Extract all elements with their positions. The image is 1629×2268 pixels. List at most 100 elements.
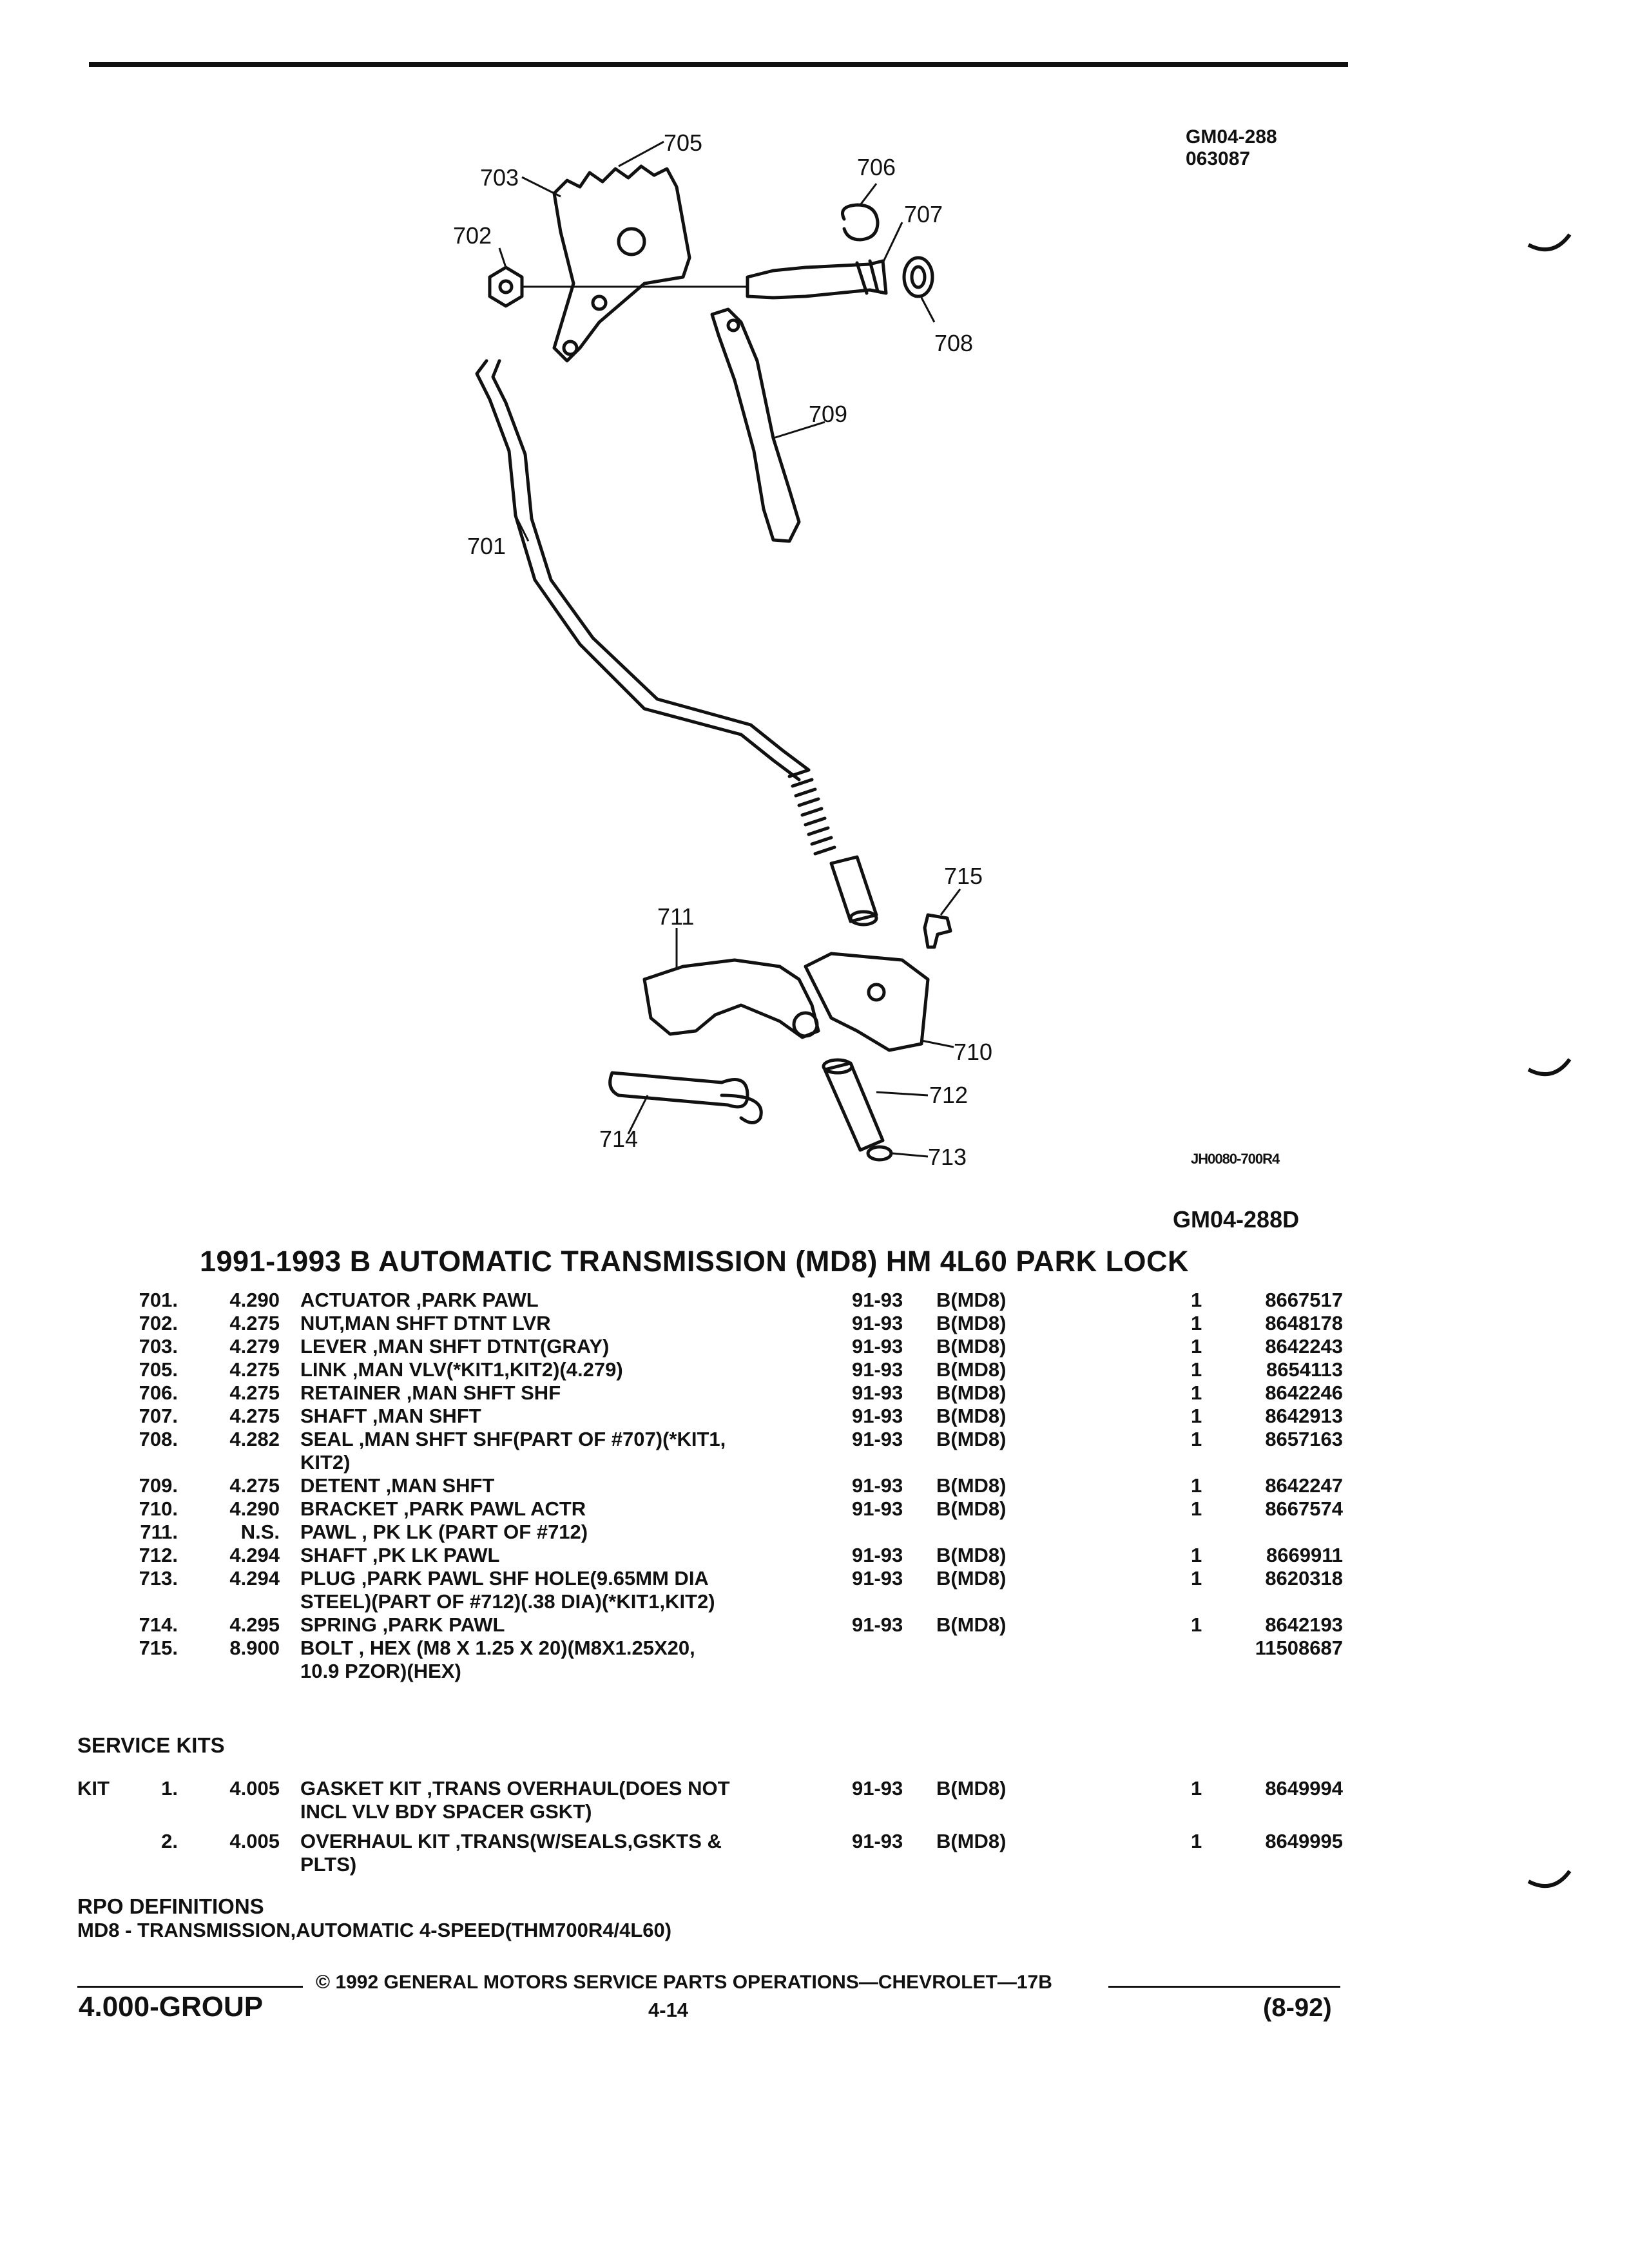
model-code: B(MD8) [936,1544,1007,1566]
part-708-seal [902,256,934,298]
group-number: 8.900 [229,1637,280,1659]
footer-rule-left [77,1986,303,1988]
part-701-spring [787,768,836,856]
part-number-index: 713. [139,1567,178,1590]
part-710-bracket [804,952,930,1052]
model-years: 91-93 [852,1428,903,1450]
model-years: 91-93 [852,1358,903,1381]
quantity: 1 [1191,1497,1202,1520]
part-description: 10.9 PZOR)(HEX) [300,1660,461,1682]
model-years: 91-93 [852,1777,903,1800]
part-number: 8667517 [1265,1289,1343,1311]
part-description: LINK ,MAN VLV(*KIT1,KIT2)(4.279) [300,1358,623,1381]
part-706-retainer [841,203,880,242]
model-years: 91-93 [852,1613,903,1636]
quantity: 1 [1191,1544,1202,1566]
part-715-bolt [923,913,952,949]
part-712-shaft [823,1061,885,1152]
figure-id-line2: 063087 [1186,148,1251,169]
model-code: B(MD8) [936,1289,1007,1311]
callout-703: 703 [480,164,519,191]
part-number-index: 714. [139,1613,178,1636]
kit-label: KIT [77,1777,110,1800]
callout-702: 702 [453,222,492,249]
part-number-index: 705. [139,1358,178,1381]
group-number: 4.005 [229,1777,280,1800]
group-number: 4.282 [229,1428,280,1450]
page-title: 1991-1993 B AUTOMATIC TRANSMISSION (MD8)… [200,1245,1190,1278]
part-714-spring [608,1071,749,1109]
part-number-index: 706. [139,1381,178,1404]
part-number: 8642913 [1265,1405,1343,1427]
part-number-index: 1. [161,1777,178,1800]
model-code: B(MD8) [936,1567,1007,1590]
figure-id-line1: GM04-288 [1186,126,1277,148]
part-number: 8642193 [1265,1613,1343,1636]
part-description: ACTUATOR ,PARK PAWL [300,1289,539,1311]
part-number-index: 2. [161,1830,178,1852]
quantity: 1 [1191,1358,1202,1381]
part-number: 8669911 [1266,1544,1343,1566]
part-702-nut [488,265,524,308]
group-number: 4.294 [229,1544,280,1566]
part-description: RETAINER ,MAN SHFT SHF [300,1381,561,1404]
model-code: B(MD8) [936,1830,1007,1852]
callout-706: 706 [857,154,896,180]
service-kits-heading: SERVICE KITS [77,1733,225,1757]
model-years: 91-93 [852,1405,903,1427]
group-number: N.S. [240,1521,280,1543]
model-code: B(MD8) [936,1474,1007,1497]
quantity: 1 [1191,1830,1202,1852]
model-years: 91-93 [852,1567,903,1590]
part-number-index: 701. [139,1289,178,1311]
part-description: PLUG ,PARK PAWL SHF HOLE(9.65MM DIA [300,1567,709,1590]
quantity: 1 [1191,1335,1202,1358]
model-code: B(MD8) [936,1777,1007,1800]
part-description: SHAFT ,MAN SHFT [300,1405,481,1427]
group-number: 4.294 [229,1567,280,1590]
part-number: 8620318 [1265,1567,1343,1590]
callout-708: 708 [934,330,973,356]
group-number: 4.275 [229,1381,280,1404]
callout-713: 713 [928,1144,967,1170]
part-description: OVERHAUL KIT ,TRANS(W/SEALS,GSKTS & [300,1830,722,1852]
model-years: 91-93 [852,1289,903,1311]
part-description: PAWL , PK LK (PART OF #712) [300,1521,588,1543]
part-number-index: 703. [139,1335,178,1358]
part-description: LEVER ,MAN SHFT DTNT(GRAY) [300,1335,610,1358]
binder-mark [1527,1058,1572,1077]
model-years: 91-93 [852,1544,903,1566]
callout-712: 712 [929,1082,968,1108]
part-number-index: 702. [139,1312,178,1334]
part-number-index: 708. [139,1428,178,1450]
group-number: 4.279 [229,1335,280,1358]
callout-710: 710 [954,1039,992,1065]
callout-715: 715 [944,863,983,889]
footer-date: (8-92) [1263,1994,1332,2022]
part-709-detent [710,307,801,543]
part-description: PLTS) [300,1853,357,1876]
footer-rule-right [1108,1986,1340,1988]
part-number: 11508687 [1255,1637,1343,1659]
quantity: 1 [1191,1428,1202,1450]
footer-group: 4.000-GROUP [79,1991,264,2023]
rpo-definition: MD8 - TRANSMISSION,AUTOMATIC 4-SPEED(THM… [77,1919,672,1941]
callout-714: 714 [599,1126,638,1152]
part-number: 8667574 [1265,1497,1343,1520]
model-code: B(MD8) [936,1613,1007,1636]
part-number: 8642243 [1265,1335,1343,1358]
model-years: 91-93 [852,1335,903,1358]
part-description: SEAL ,MAN SHFT SHF(PART OF #707)(*KIT1, [300,1428,726,1450]
quantity: 1 [1191,1613,1202,1636]
binder-mark [1527,233,1572,252]
group-number: 4.290 [229,1289,280,1311]
group-number: 4.275 [229,1405,280,1427]
figure-reference-code: JH0080-700R4 [1191,1151,1280,1167]
model-code: B(MD8) [936,1428,1007,1450]
exploded-parts-diagram: 705 703 702 706 707 708 709 701 715 711 … [453,130,992,1170]
part-description: BOLT , HEX (M8 X 1.25 X 20)(M8X1.25X20, [300,1637,695,1659]
part-703-lever [552,164,691,363]
part-number-index: 710. [139,1497,178,1520]
part-number: 8649994 [1265,1777,1343,1800]
group-number: 4.275 [229,1312,280,1334]
